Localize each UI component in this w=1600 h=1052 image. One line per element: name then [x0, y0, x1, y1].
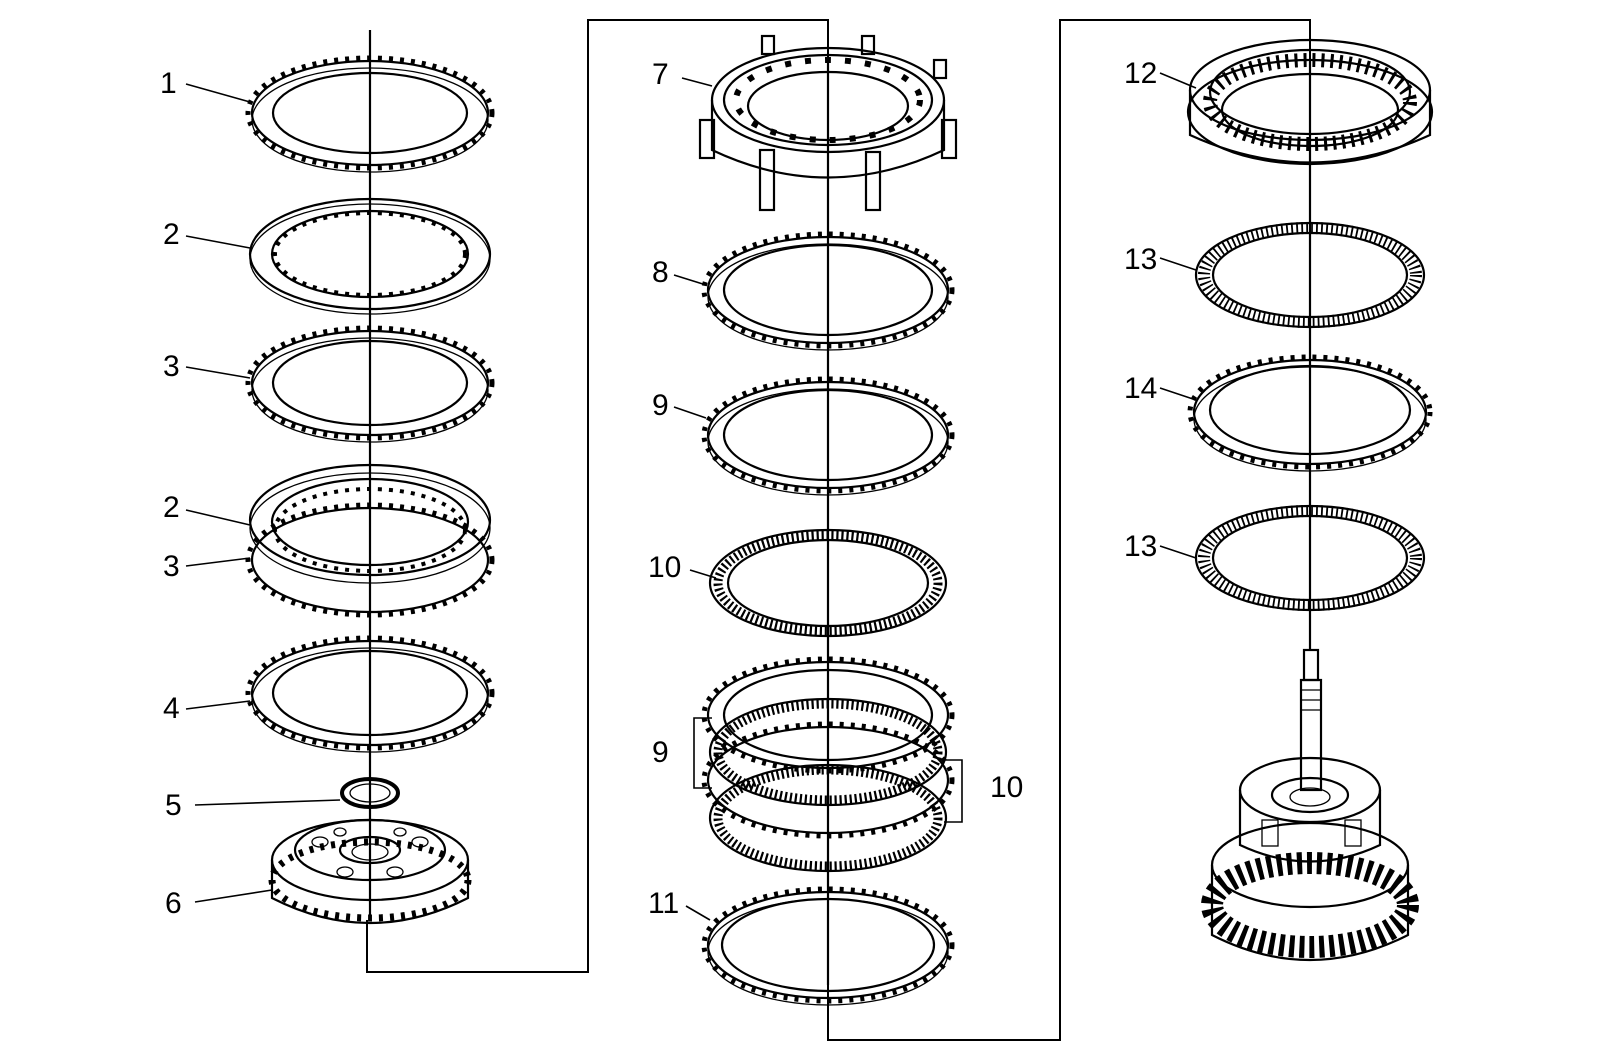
callout-13: 13 [1124, 243, 1157, 276]
callout-3-stack: 3 [163, 550, 180, 583]
callout-7: 7 [652, 58, 669, 91]
callout-13-second: 13 [1124, 530, 1157, 563]
callout-8: 8 [652, 256, 669, 289]
callout-2-stack: 2 [163, 491, 180, 524]
column-left [245, 30, 495, 924]
callout-12: 12 [1124, 57, 1157, 90]
column-middle [693, 34, 963, 1006]
callout-9-stack: 9 [652, 736, 669, 769]
callout-11: 11 [648, 887, 679, 920]
callouts: 1 2 3 2 3 4 5 6 7 8 9 10 9 10 11 12 13 1… [160, 57, 1157, 920]
bracket-9 [693, 717, 712, 789]
callout-14: 14 [1124, 372, 1157, 405]
callout-2: 2 [163, 218, 180, 251]
callout-4: 4 [163, 692, 180, 725]
leader-lines [185, 72, 1197, 921]
callout-1: 1 [160, 67, 177, 100]
column-connectors [366, 19, 1311, 1041]
column-right [1186, 38, 1434, 961]
shaft-carrier-assembly [1201, 648, 1419, 961]
callout-10: 10 [648, 551, 681, 584]
callout-3: 3 [163, 350, 180, 383]
callout-6: 6 [165, 887, 182, 920]
callout-9: 9 [652, 389, 669, 422]
callout-10-stack: 10 [990, 771, 1023, 804]
bracket-10 [944, 759, 963, 823]
callout-5: 5 [165, 789, 182, 822]
